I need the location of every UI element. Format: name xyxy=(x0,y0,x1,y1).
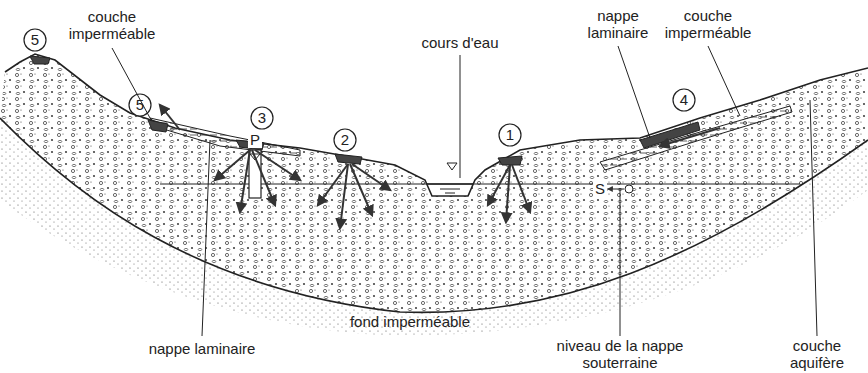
callout-number: 3 xyxy=(258,110,266,126)
water-table-label: niveau de la nappe souterraine xyxy=(545,337,695,371)
spring-label: S xyxy=(593,181,607,197)
callout-number: 2 xyxy=(341,132,349,148)
layer-label: couche imperméable xyxy=(62,8,162,42)
stream-label: cours d'eau xyxy=(405,34,515,51)
callout-number: 1 xyxy=(506,127,514,143)
callout-number: 4 xyxy=(680,92,688,108)
aquifer-label: couche aquifère xyxy=(777,337,857,371)
bottom-label: fond imperméable xyxy=(325,313,495,330)
callout-number: 5 xyxy=(136,97,144,113)
sheet-water-label: nappe laminaire xyxy=(127,340,277,357)
well-label: P xyxy=(248,132,262,148)
callout-number: 5 xyxy=(31,32,39,48)
sheet-water-label: nappe laminaire xyxy=(578,7,658,41)
layer-label: couche imperméable xyxy=(658,7,758,41)
